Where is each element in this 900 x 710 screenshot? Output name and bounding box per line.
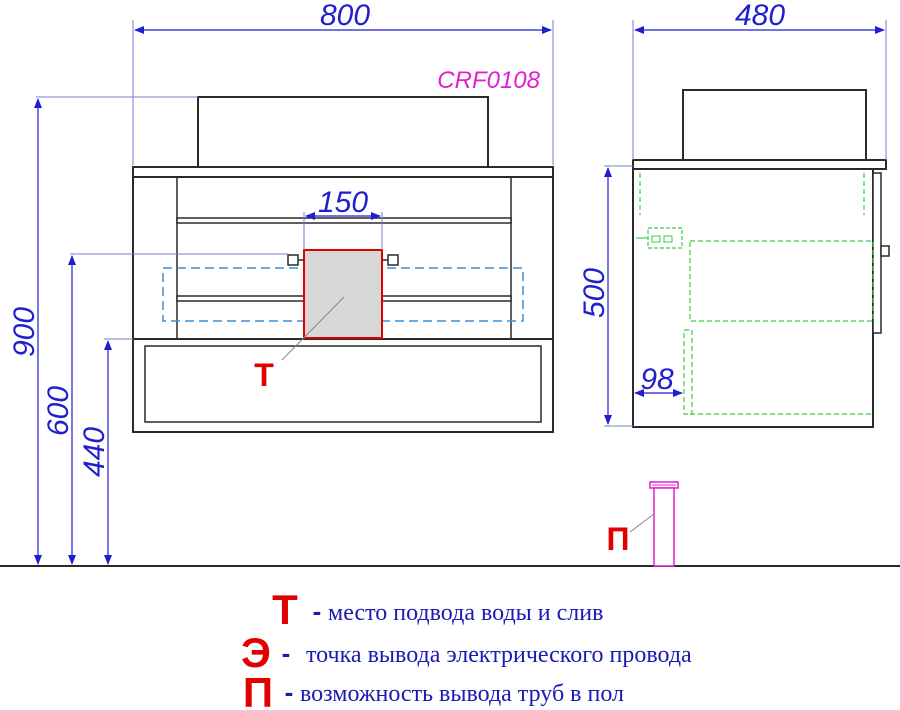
dim-500: 500: [578, 165, 633, 427]
side-view: [632, 89, 890, 428]
dim-480: 480: [632, 0, 887, 160]
floor-pipe-marker: П: [607, 521, 630, 557]
side-sink: [682, 89, 867, 161]
front-lower-frame: [132, 338, 554, 433]
dim-500-label: 500: [578, 268, 611, 318]
legend-dash: -: [285, 677, 294, 707]
floor-pipe-leader: [629, 513, 655, 533]
legend-dash: -: [313, 596, 322, 626]
side-handle: [880, 245, 890, 257]
legend-key: Т: [272, 586, 298, 633]
dim-150-label: 150: [318, 186, 368, 219]
front-sink: [197, 96, 489, 168]
front-countertop: [132, 166, 554, 178]
dim-900: 900: [8, 96, 198, 565]
side-hidden-lower-drawer: [683, 329, 693, 415]
dim-440: 440: [78, 338, 133, 565]
legend-item-water: Т - место подвода воды и слив: [272, 586, 603, 633]
electrical-outlet-icon: [636, 227, 683, 249]
model-label: CRF0108: [437, 67, 540, 94]
dim-440-label: 440: [78, 427, 111, 477]
legend-text: возможность вывода труб в пол: [300, 681, 624, 707]
legend-item-floor: П - возможность вывода труб в пол: [243, 669, 624, 710]
front-lower-inner: [144, 345, 542, 423]
water-zone: [303, 249, 383, 339]
dim-480-label: 480: [735, 0, 785, 32]
bracket-right: [387, 254, 399, 266]
dim-600: 600: [42, 253, 288, 565]
legend: Т - место подвода воды и слив Э - точка …: [241, 586, 692, 710]
legend-text: точка вывода электрического провода: [306, 642, 692, 668]
legend-key: П: [243, 669, 273, 710]
water-marker: Т: [254, 357, 274, 393]
dim-900-label: 900: [8, 307, 41, 357]
legend-key: Э: [241, 629, 271, 676]
dim-600-label: 600: [42, 386, 75, 436]
water-leader: [281, 296, 345, 361]
side-hidden-upper-drawer: [689, 240, 874, 322]
dim-800-label: 800: [320, 0, 370, 32]
dim-98: 98: [634, 363, 683, 397]
front-view: [132, 96, 554, 433]
dim-98-label: 98: [640, 363, 674, 396]
floor-pipe-icon: [649, 481, 679, 567]
legend-text: место подвода воды и слив: [328, 600, 603, 626]
legend-dash: -: [282, 638, 291, 668]
legend-item-electric: Э - точка вывода электрического провода: [241, 629, 692, 676]
side-countertop: [632, 159, 887, 170]
bracket-left: [287, 254, 299, 266]
dim-800: 800: [132, 0, 554, 165]
side-cabinet-body: [632, 168, 874, 428]
dim-150: 150: [303, 186, 383, 250]
side-front-edge: [872, 172, 882, 334]
